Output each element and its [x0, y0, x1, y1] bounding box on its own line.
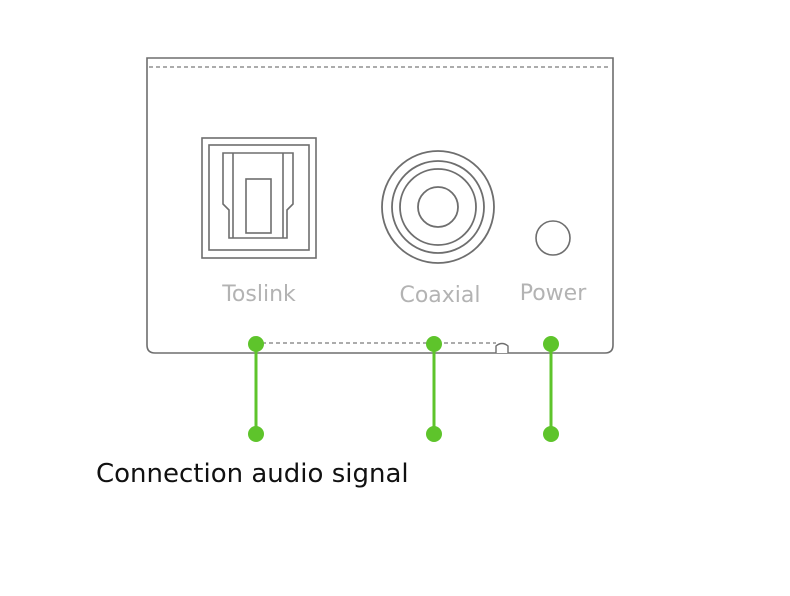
coaxial-callout [426, 336, 442, 442]
power-indicator-icon [535, 220, 571, 256]
power-callout-bottom-dot [543, 426, 559, 442]
coaxial-label: Coaxial [399, 283, 481, 308]
toslink-label: Toslink [222, 282, 296, 307]
device-housing-outline [146, 57, 614, 354]
toslink-callout-top-dot [248, 336, 264, 352]
power-callout [543, 336, 559, 442]
caption-text: Connection audio signal [96, 459, 409, 489]
coaxial-port-icon [381, 150, 495, 264]
coaxial-callout-bottom-dot [426, 426, 442, 442]
power-callout-top-dot [543, 336, 559, 352]
toslink-port-icon [201, 137, 317, 259]
toslink-callout-bottom-dot [248, 426, 264, 442]
toslink-callout [248, 336, 264, 442]
housing-bottom-notch [495, 342, 509, 353]
power-label: Power [519, 281, 587, 306]
coaxial-callout-top-dot [426, 336, 442, 352]
